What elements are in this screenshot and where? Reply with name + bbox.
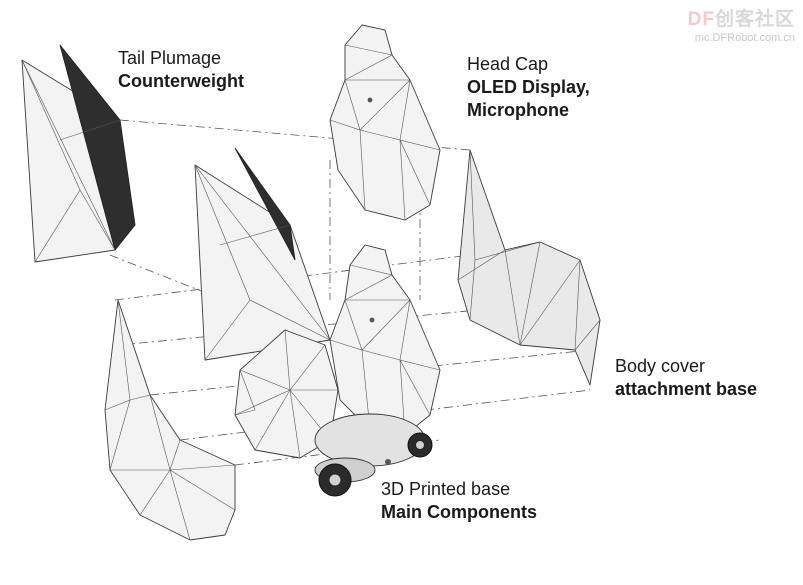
printed-base-part — [314, 413, 433, 497]
head-cap-label: Head Cap OLED Display, Microphone — [467, 53, 590, 122]
head-cap-subtitle-line1: OLED Display, — [467, 77, 590, 97]
tail-plumage-label: Tail Plumage Counterweight — [118, 47, 244, 93]
printed-base-label: 3D Printed base Main Components — [381, 478, 537, 524]
body-cover-part — [457, 149, 601, 386]
watermark-brand: DF创客社区 — [688, 4, 795, 31]
body-cover-shell — [104, 299, 236, 541]
printed-base-subtitle: Main Components — [381, 502, 537, 522]
printed-base-title: 3D Printed base — [381, 479, 511, 499]
body-cover-label: Body cover attachment base — [615, 355, 757, 401]
tail-plumage-subtitle: Counterweight — [118, 71, 244, 91]
body-cover-front — [234, 329, 339, 459]
watermark-url: mc.DFRobot.com.cn — [694, 32, 795, 44]
head-cap-subtitle-line2: Microphone — [467, 100, 569, 120]
watermark-brand-suffix: 创客社区 — [714, 9, 795, 30]
tail-plumage-assembled — [194, 147, 331, 361]
head-cap-assembled — [329, 244, 441, 436]
watermark-brand-prefix: DF — [687, 9, 715, 30]
body-cover-subtitle: attachment base — [615, 379, 758, 399]
dfrobot-watermark: DF创客社区 mc.DFRobot.com.cn — [688, 4, 795, 44]
tail-plumage-part — [21, 44, 136, 263]
tail-plumage-title: Tail Plumage — [118, 48, 222, 68]
body-cover-title: Body cover — [615, 356, 706, 376]
head-cap-title: Head Cap — [467, 54, 549, 74]
head-cap-part — [329, 24, 441, 221]
